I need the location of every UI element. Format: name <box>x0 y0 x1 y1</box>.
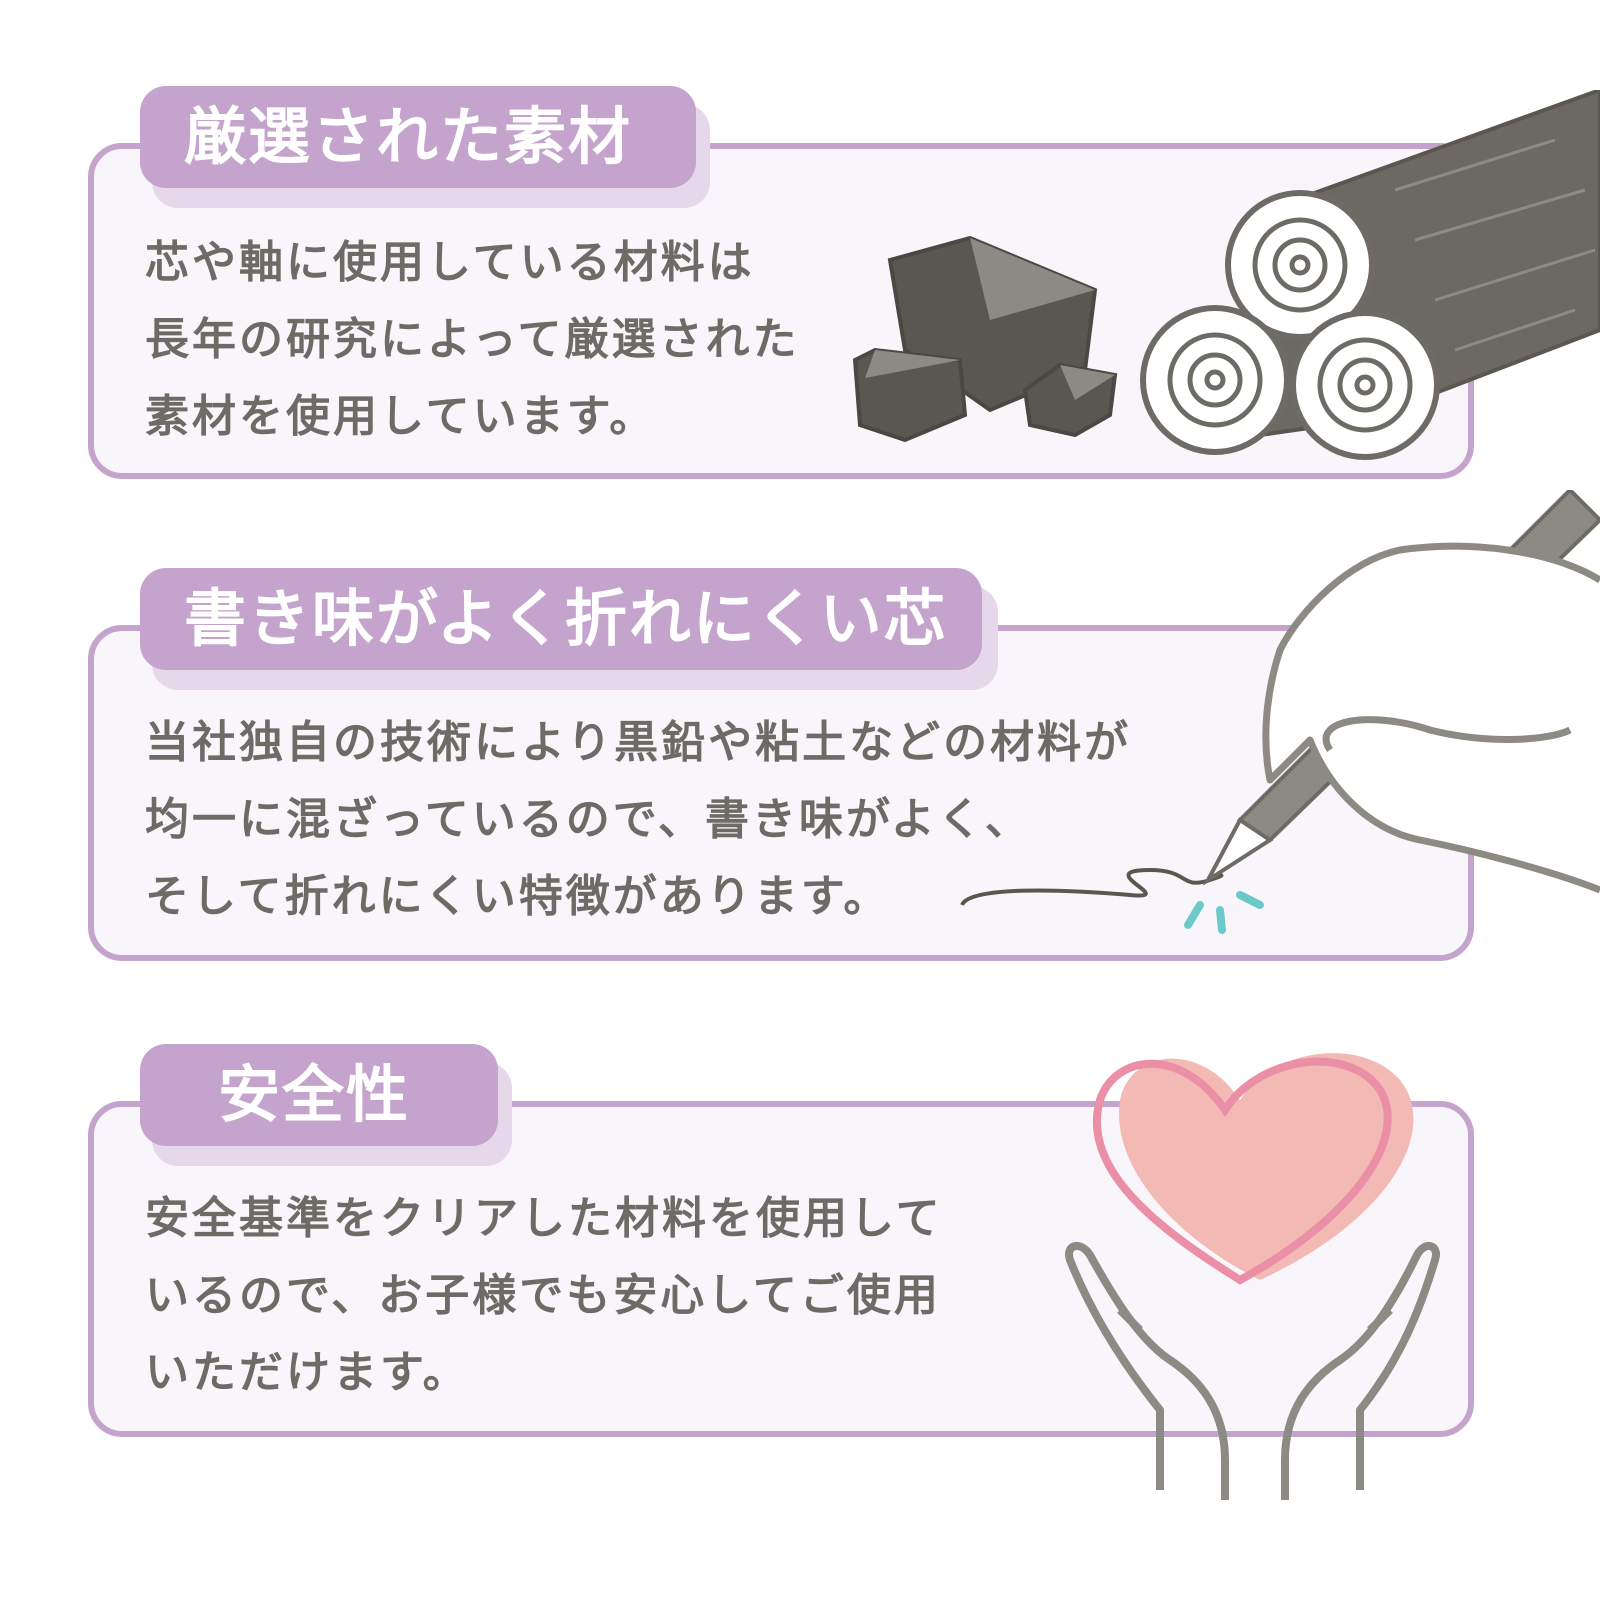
logs-icon <box>1140 90 1600 460</box>
section-title-safety: 安全性 <box>140 1044 498 1146</box>
hand-writing-pencil-icon <box>960 490 1600 934</box>
text-line: いただけます。 <box>145 1347 470 1398</box>
section-text-materials: 芯や軸に使用している材料は 長年の研究によって厳選された 素材を使用しています。 <box>145 224 799 455</box>
text-line: 当社独自の技術により黒鉛や粘土などの材料が <box>145 717 1132 768</box>
text-line: 素材を使用しています。 <box>145 391 657 442</box>
graphite-chunks-icon <box>852 235 1118 443</box>
hands-holding-heart-icon <box>1065 1053 1440 1500</box>
section-title-lead: 書き味がよく折れにくい芯 <box>140 568 982 670</box>
text-line: 均一に混ざっているので、書き味がよく、 <box>145 794 1032 845</box>
text-line: 安全基準をクリアした材料を使用して <box>145 1193 943 1244</box>
text-line: 長年の研究によって厳選された <box>145 314 800 365</box>
text-line: いるので、お子様でも安心してご使用 <box>145 1270 941 1321</box>
section-title-materials: 厳選された素材 <box>140 86 696 188</box>
text-line: 芯や軸に使用している材料は <box>145 237 755 288</box>
section-text-safety: 安全基準をクリアした材料を使用して いるので、お子様でも安心してご使用 いただけ… <box>145 1180 943 1411</box>
text-line: そして折れにくい特徴があります。 <box>145 871 891 922</box>
section-text-lead: 当社独自の技術により黒鉛や粘土などの材料が 均一に混ざっているので、書き味がよく… <box>145 704 1131 935</box>
